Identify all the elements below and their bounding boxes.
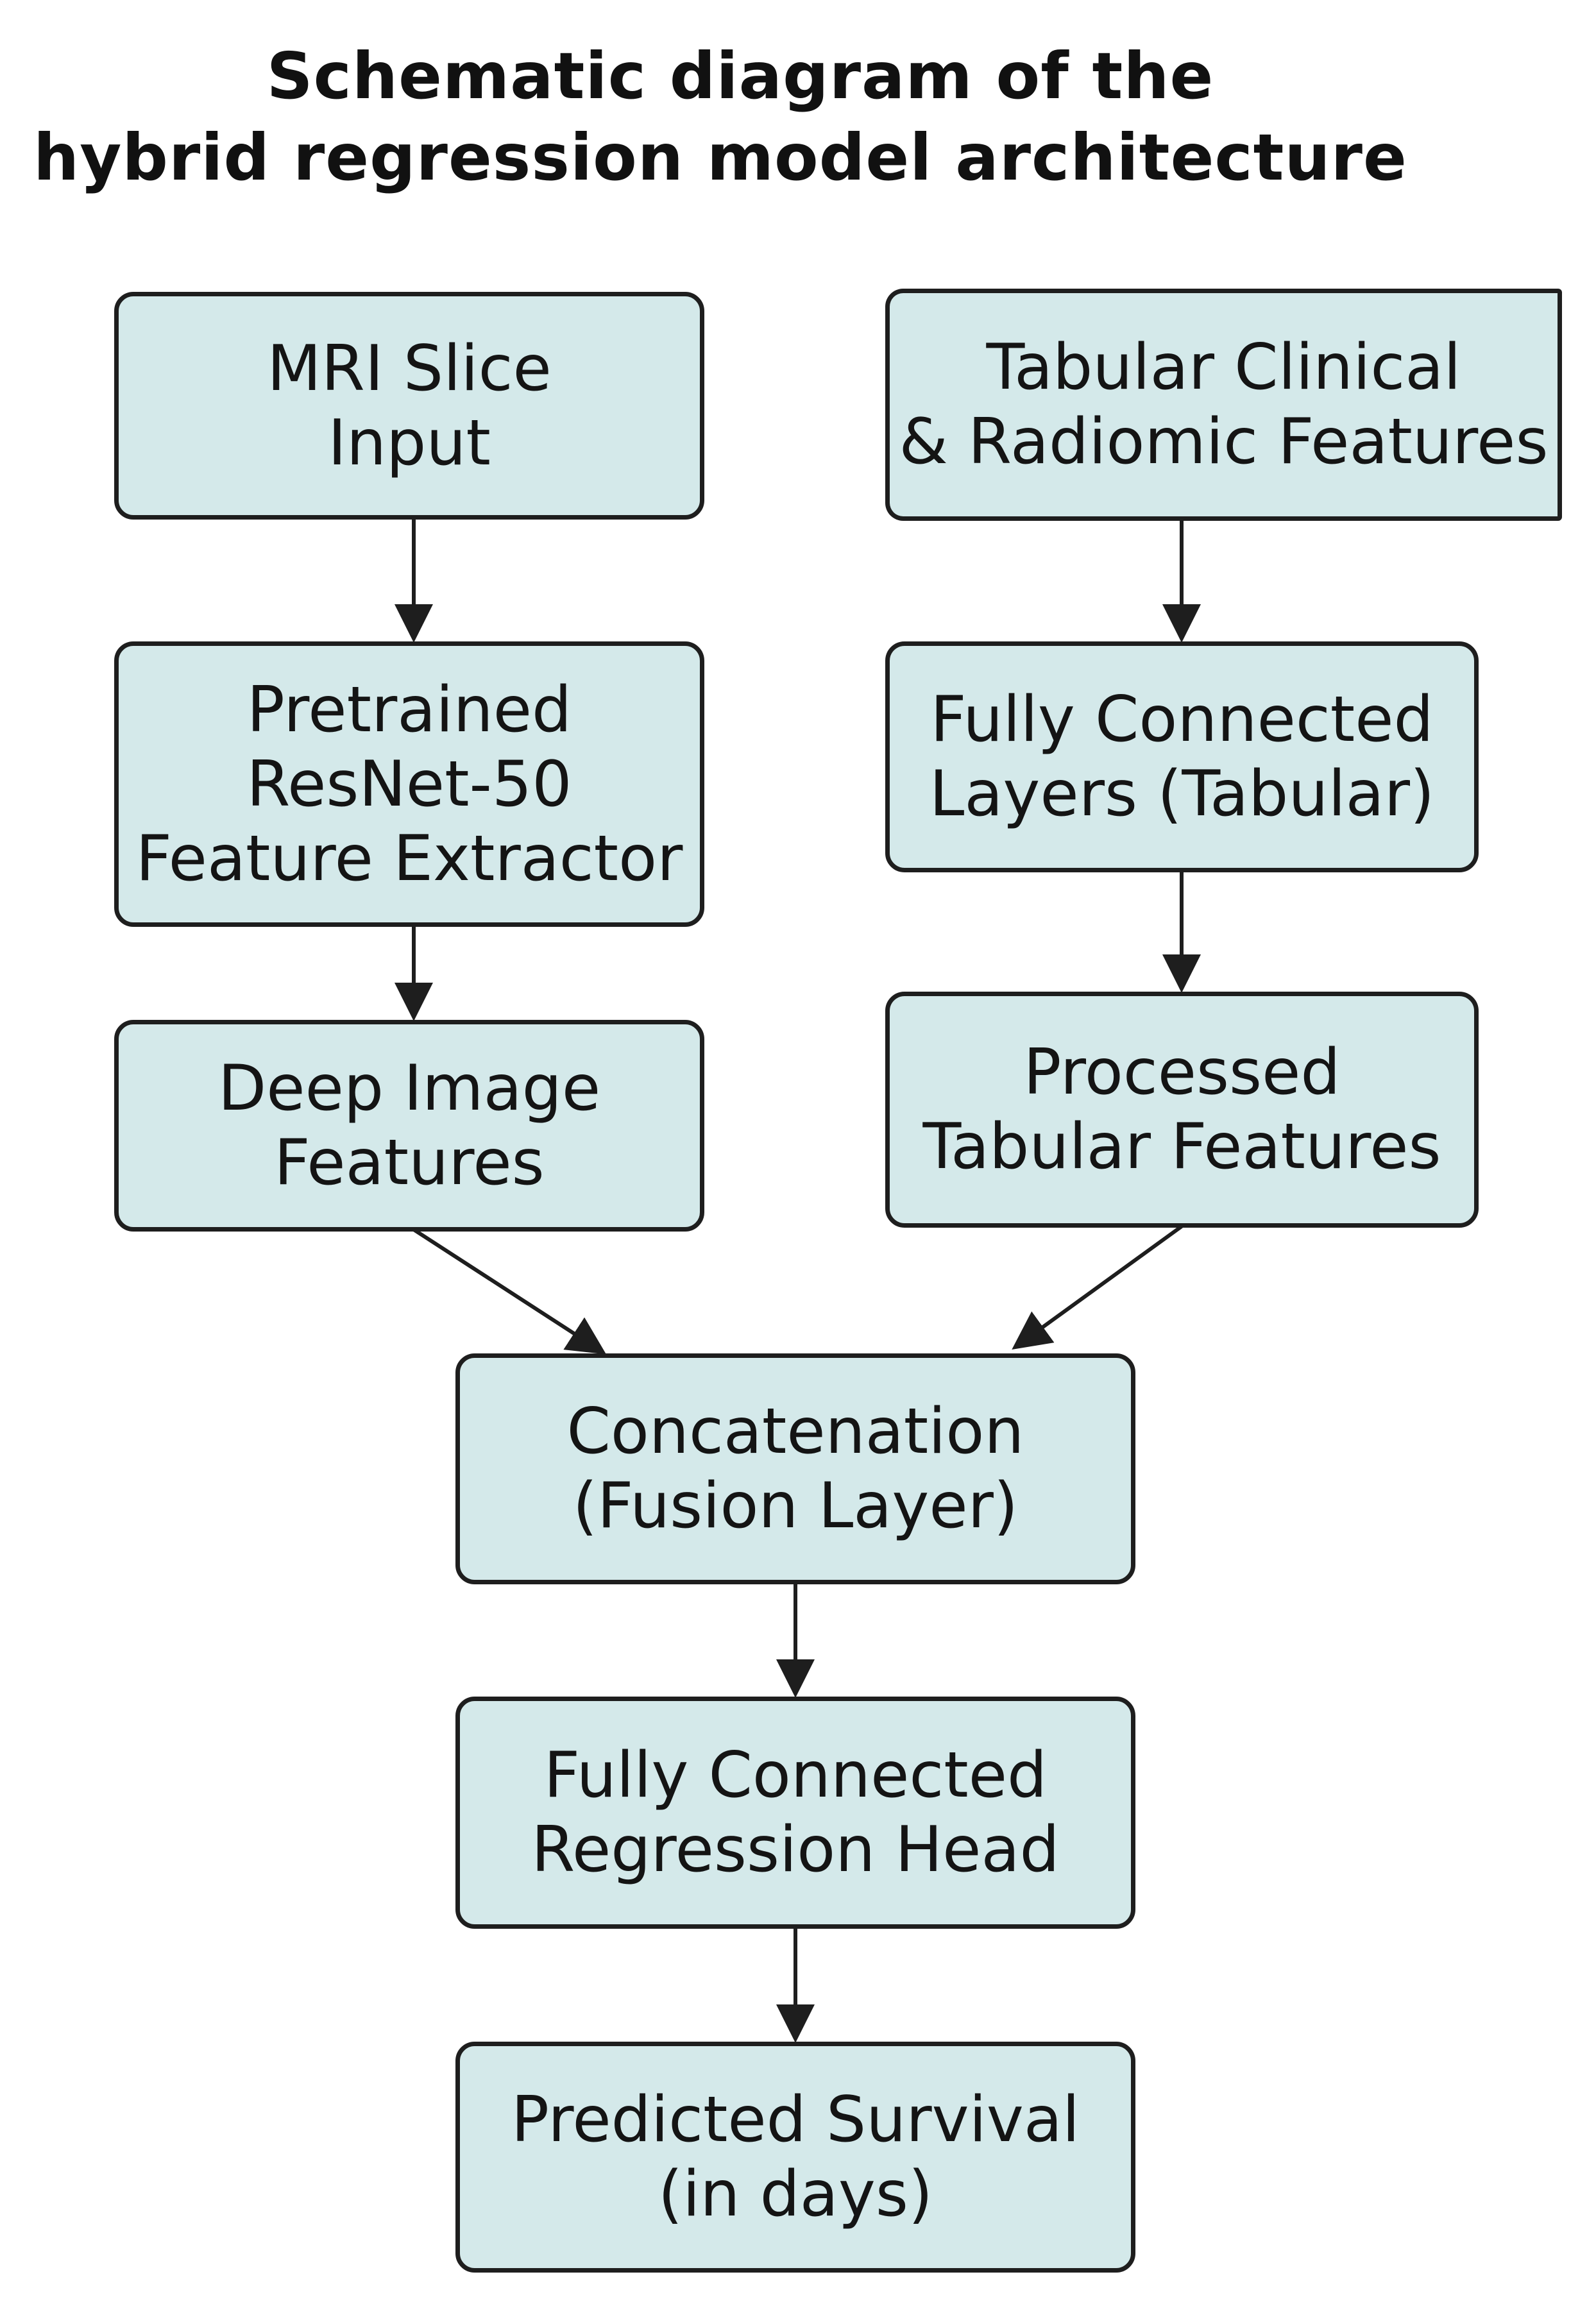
node-concatenation-fusion: Concatenation (Fusion Layer) — [455, 1353, 1135, 1584]
node-fc-tabular-line-2: Layers (Tabular) — [929, 758, 1435, 831]
node-processed-line-2: Tabular Features — [922, 1110, 1441, 1183]
diagram-title-line-2: hybrid regression model architecture — [33, 120, 1407, 195]
node-mri-line-1: MRI Slice — [267, 332, 552, 405]
node-fully-connected-tabular: Fully Connected Layers (Tabular) — [885, 641, 1479, 872]
node-output-line-1: Predicted Survival — [511, 2083, 1080, 2156]
node-regression-line-1: Fully Connected — [543, 1739, 1048, 1812]
node-regression-line-2: Regression Head — [531, 1813, 1060, 1886]
node-concat-line-1: Concatenation — [566, 1395, 1024, 1468]
node-fc-tabular-line-1: Fully Connected — [930, 683, 1434, 756]
node-mri-line-2: Input — [328, 406, 491, 480]
node-mri-slice-input: MRI Slice Input — [114, 292, 704, 520]
node-predicted-survival: Predicted Survival (in days) — [455, 2042, 1135, 2273]
node-deep-features-line-2: Features — [274, 1126, 545, 1199]
node-resnet-line-3: Feature Extractor — [135, 822, 683, 895]
arrow-processed-to-concat — [1012, 1224, 1183, 1350]
diagram-title-line-1: Schematic diagram of the — [266, 38, 1214, 114]
node-tabular-line-2: & Radiomic Features — [899, 405, 1549, 479]
node-tabular-line-1: Tabular Clinical — [986, 331, 1461, 404]
node-processed-tabular-features: Processed Tabular Features — [885, 992, 1479, 1228]
node-resnet-line-2: ResNet-50 — [246, 747, 572, 821]
node-processed-line-1: Processed — [1023, 1036, 1341, 1109]
node-regression-head: Fully Connected Regression Head — [455, 1697, 1135, 1929]
node-pretrained-resnet: Pretrained ResNet-50 Feature Extractor — [114, 641, 704, 927]
node-output-line-2: (in days) — [658, 2158, 933, 2231]
node-deep-image-features: Deep Image Features — [114, 1020, 704, 1232]
arrow-deep-features-to-concat — [412, 1228, 607, 1355]
node-tabular-clinical-radiomic: Tabular Clinical & Radiomic Features — [885, 289, 1562, 521]
node-resnet-line-1: Pretrained — [246, 673, 572, 747]
node-concat-line-2: (Fusion Layer) — [572, 1470, 1019, 1543]
node-deep-features-line-1: Deep Image — [217, 1052, 601, 1125]
